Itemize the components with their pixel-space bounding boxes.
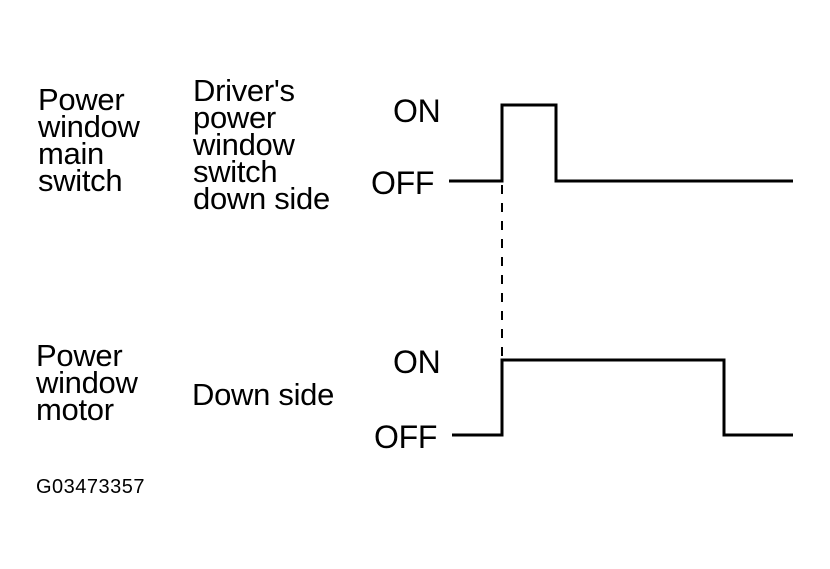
figure-code: G03473357 xyxy=(36,476,146,498)
motor-group-label: Power window motor xyxy=(36,338,138,427)
switch-off-label: OFF xyxy=(371,165,435,201)
motor-waveform xyxy=(452,358,793,437)
motor-down-side-label: Down side xyxy=(192,377,335,412)
main-switch-group-label: Power window main switch xyxy=(38,82,140,198)
switch-on-label: ON xyxy=(393,93,441,129)
motor-off-label: OFF xyxy=(374,419,438,455)
driver-switch-signal-label: Driver's power window switch down side xyxy=(193,73,330,216)
motor-on-label: ON xyxy=(393,344,441,380)
switch-waveform xyxy=(449,103,793,183)
